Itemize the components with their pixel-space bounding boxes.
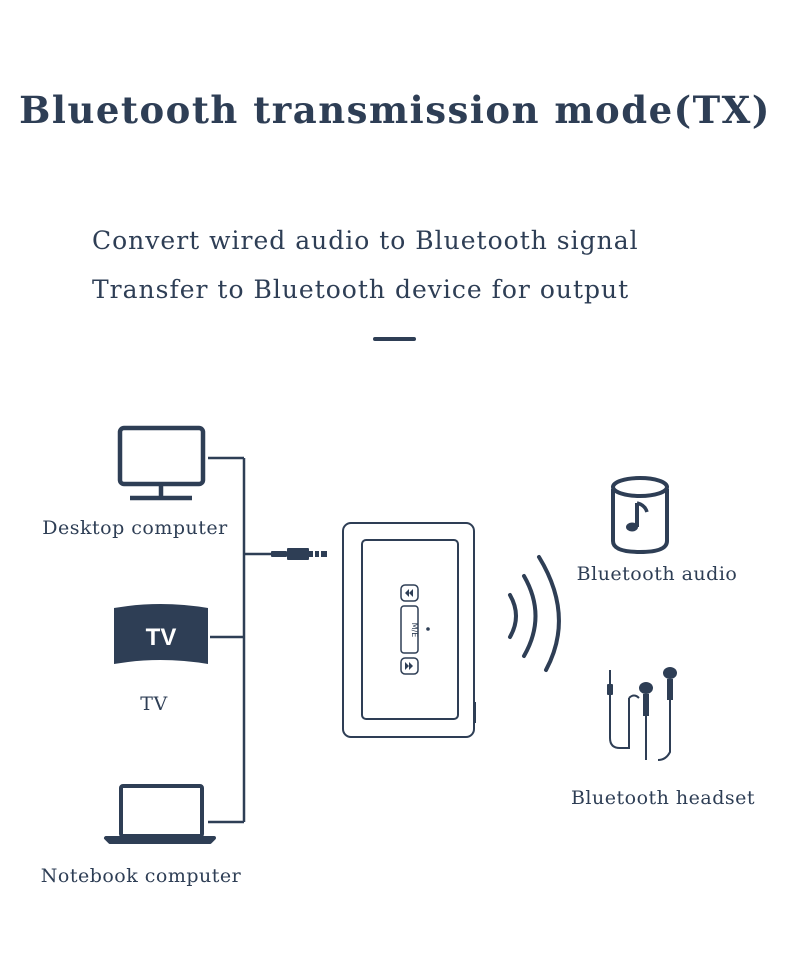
bluetooth-speaker-label: Bluetooth audio xyxy=(577,563,738,585)
prev-track-button xyxy=(400,584,419,602)
page-title: Bluetooth transmission mode(TX) xyxy=(19,88,771,132)
tv-screen-text: TV xyxy=(146,624,177,651)
notebook-computer-label: Notebook computer xyxy=(41,865,242,887)
bluetooth-speaker-icon xyxy=(611,476,669,555)
desktop-computer-label: Desktop computer xyxy=(42,517,228,539)
subtitle-line-2: Transfer to Bluetooth device for output xyxy=(92,275,630,304)
status-led xyxy=(426,627,430,631)
wireless-signal-icon xyxy=(508,555,561,672)
tv-label: TV xyxy=(140,693,167,715)
music-note-icon xyxy=(626,501,649,532)
bluetooth-headset-label: Bluetooth headset xyxy=(571,787,755,809)
title-divider xyxy=(373,337,416,341)
connection-lines xyxy=(208,456,284,824)
mode-button-label: M/E xyxy=(410,623,419,638)
audio-jack-plug xyxy=(271,548,327,560)
mode-button: M/E xyxy=(400,605,419,654)
tv-icon: TV xyxy=(114,604,208,664)
subtitle-line-1: Convert wired audio to Bluetooth signal xyxy=(92,226,639,255)
notebook-computer-icon xyxy=(104,784,216,844)
bluetooth-headset-icon xyxy=(607,667,677,761)
bluetooth-transmitter-device: M/E xyxy=(342,522,476,738)
desktop-computer-icon xyxy=(117,425,206,501)
next-track-button xyxy=(400,657,419,675)
